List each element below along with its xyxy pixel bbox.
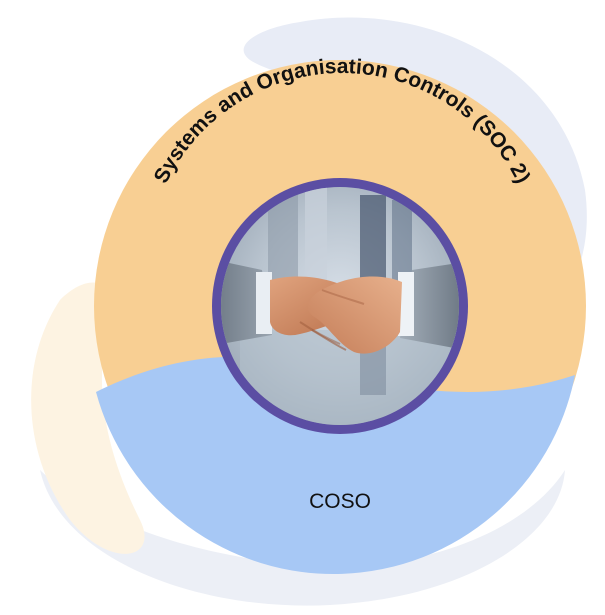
coso-label: COSO [309,490,371,513]
coso-segment [96,356,575,575]
background-swirl-blue-lower [40,470,565,606]
background-swirl-orange [31,282,145,554]
handshake-photo [221,187,459,425]
